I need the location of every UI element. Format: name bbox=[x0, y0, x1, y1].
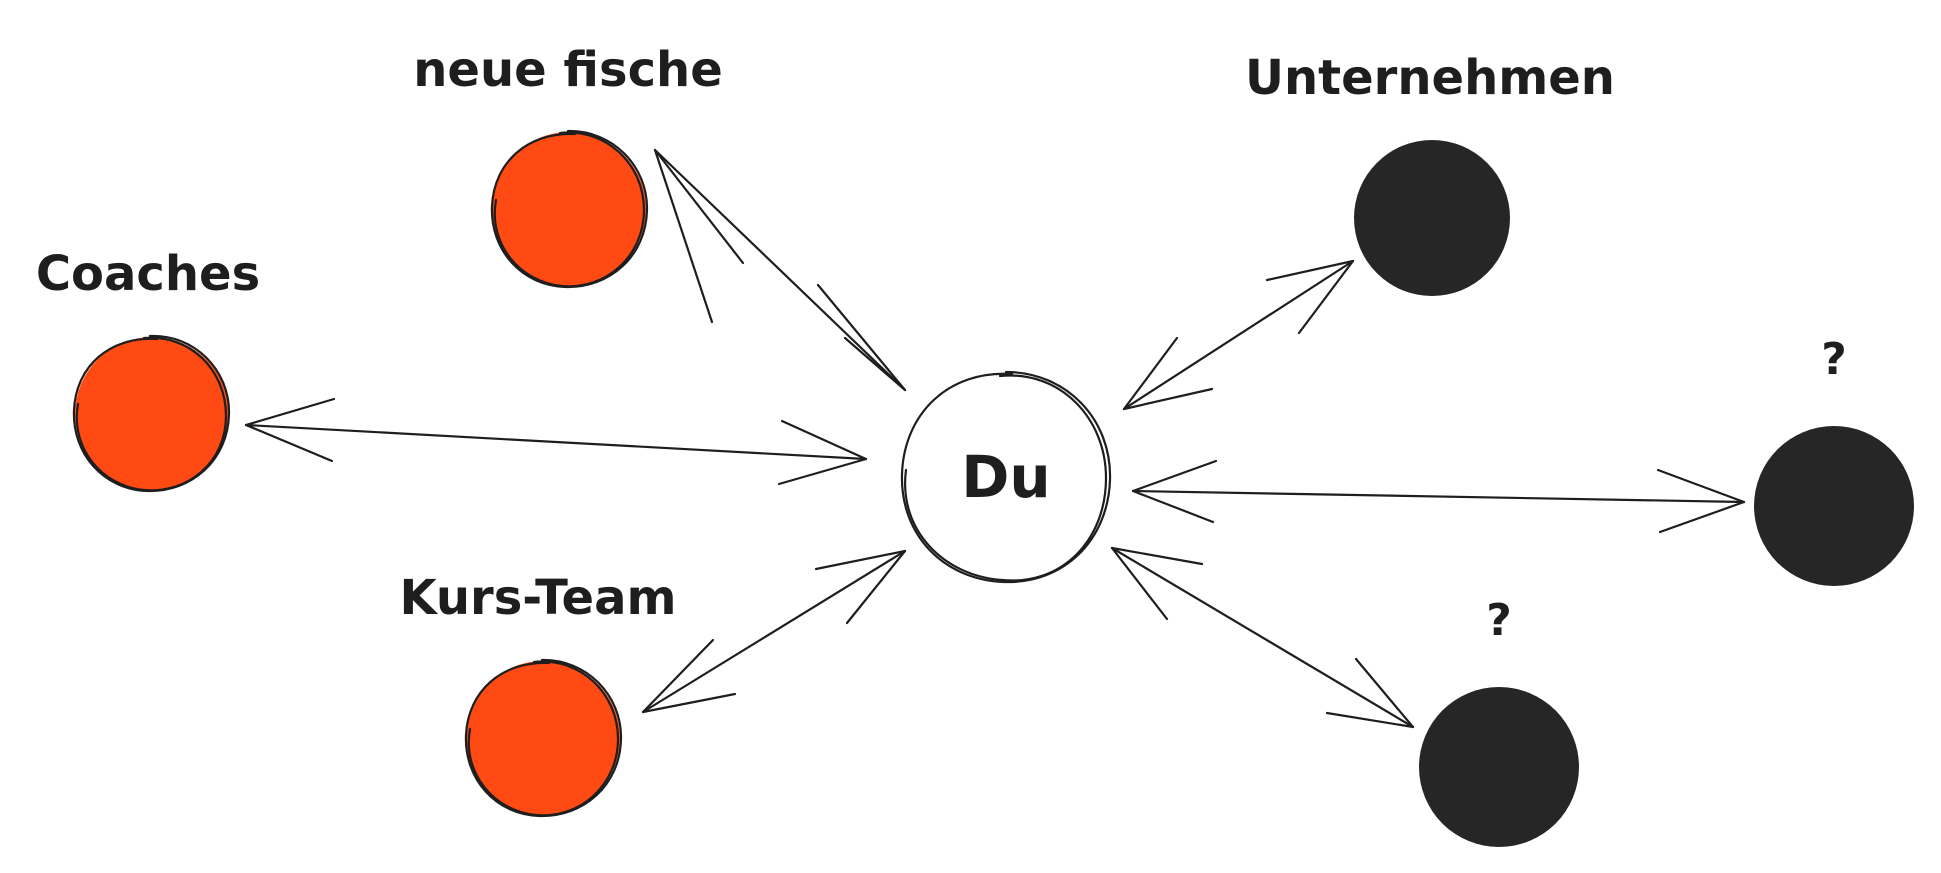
edge-unknown-right bbox=[1131, 459, 1746, 534]
node-label-coaches: Coaches bbox=[36, 246, 260, 302]
center-node-label: Du bbox=[961, 443, 1050, 511]
edge-kurs-team bbox=[641, 549, 907, 714]
edge-coaches bbox=[244, 397, 868, 486]
node-label-unknown-bottom: ? bbox=[1486, 595, 1512, 646]
node-unknown-bottom: ? bbox=[1419, 595, 1579, 847]
edge-neue-fische bbox=[653, 148, 907, 392]
center-node: Du bbox=[900, 370, 1112, 584]
edge-unternehmen bbox=[1122, 259, 1355, 411]
center-node-circle bbox=[902, 374, 1110, 582]
node-label-unknown-right: ? bbox=[1821, 334, 1847, 385]
edge-unknown-bottom bbox=[1110, 546, 1415, 729]
node-label-unternehmen: Unternehmen bbox=[1245, 50, 1615, 106]
node-coaches: Coaches bbox=[36, 246, 260, 493]
node-kurs-team: Kurs-Team bbox=[400, 570, 677, 818]
node-unternehmen: Unternehmen bbox=[1245, 50, 1615, 296]
node-label-neue-fische: neue fische bbox=[413, 42, 723, 98]
node-neue-fische: neue fische bbox=[413, 42, 723, 289]
node-unknown-right: ? bbox=[1754, 334, 1914, 586]
node-label-kurs-team: Kurs-Team bbox=[400, 570, 677, 626]
